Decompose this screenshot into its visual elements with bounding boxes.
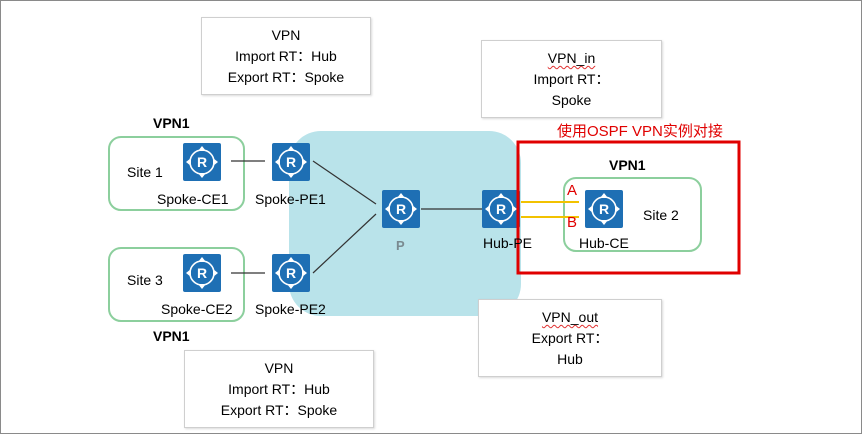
rt-note-bottom-left: VPN Import RT：Hub Export RT：Spoke — [184, 350, 374, 428]
router-label: Spoke-PE1 — [255, 191, 326, 207]
router-icon — [182, 142, 222, 182]
rt-note-line: VPN_in — [547, 50, 596, 66]
rt-note-line: VPN — [271, 27, 301, 43]
router-icon — [271, 253, 311, 293]
rt-note-line: Export RT：Spoke — [227, 69, 345, 85]
ospf-highlight-box — [516, 140, 741, 275]
router-icon — [182, 253, 222, 293]
router-icon — [584, 189, 624, 229]
rt-note-line: VPN — [264, 360, 294, 376]
router-icon — [271, 142, 311, 182]
vpn-label: VPN1 — [609, 157, 646, 173]
rt-note-line: VPN_out — [541, 309, 599, 325]
rt-note-line: Import RT：Hub — [228, 381, 330, 397]
rt-note-line: Import RT：Hub — [235, 48, 337, 64]
rt-note-line: Export RT：Spoke — [220, 402, 338, 418]
router-icon — [481, 189, 521, 229]
rt-note-top-right: VPN_in Import RT： Spoke — [481, 40, 662, 118]
link-pe1-p — [312, 160, 377, 205]
router-label: Spoke-CE2 — [161, 301, 233, 317]
rt-note-top-left: VPN Import RT：Hub Export RT：Spoke — [201, 17, 371, 95]
router-label: P — [396, 238, 405, 253]
vpn-label: VPN1 — [153, 328, 190, 344]
vpn-label: VPN1 — [153, 115, 190, 131]
site-label: Site 1 — [127, 164, 163, 180]
site-label: Site 3 — [127, 272, 163, 288]
router-label: Spoke-CE1 — [157, 191, 229, 207]
rt-note-bottom-right: VPN_out Export RT： Hub — [478, 299, 662, 377]
router-label: Hub-CE — [579, 235, 629, 251]
link-label-a: A — [567, 182, 578, 199]
site-label: Site 2 — [643, 207, 679, 223]
router-label: Hub-PE — [483, 235, 533, 251]
router-label: Spoke-PE2 — [255, 301, 326, 317]
rt-note-line: Hub — [557, 351, 583, 367]
link-pe2-p — [312, 213, 377, 274]
rt-note-line: Spoke — [551, 92, 592, 108]
rt-note-line: Export RT： — [531, 330, 609, 346]
rt-note-line: Import RT： — [533, 71, 610, 87]
ospf-callout: 使用OSPF VPN实例对接 — [557, 123, 723, 140]
link-label-b: B — [567, 214, 578, 231]
router-icon — [381, 189, 421, 229]
